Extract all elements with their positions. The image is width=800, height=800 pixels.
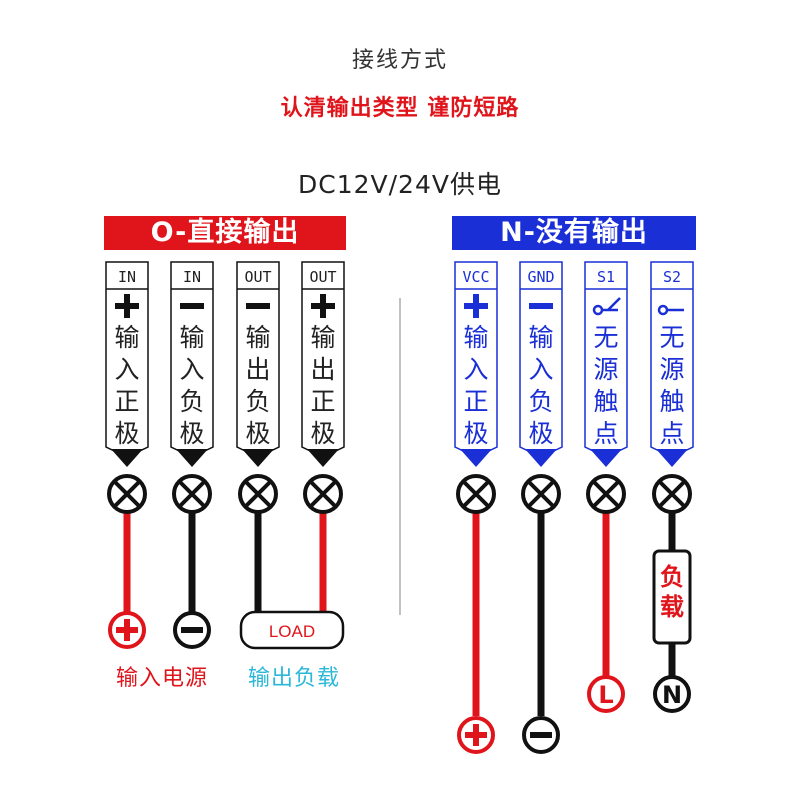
- output-load-label: 输出负载: [247, 666, 340, 691]
- screw-terminal-icon: [303, 474, 343, 514]
- screw-terminal-icon: [652, 474, 692, 514]
- terminal-description: 输入正极: [463, 323, 489, 448]
- banner-no-output: N-没有输出: [452, 216, 696, 250]
- plus-icon: [311, 294, 335, 318]
- contact-icon: [657, 304, 684, 316]
- arrow-down-icon: [307, 449, 339, 467]
- screw-terminal-icon: [172, 474, 212, 514]
- load-label-n: 负载: [660, 563, 684, 621]
- load-box-o: [239, 610, 345, 650]
- terminal-label: IN: [117, 268, 137, 286]
- screw-terminal-icon: [521, 474, 561, 514]
- arrow-down-icon: [242, 449, 274, 467]
- terminal-description: 输出正极: [310, 323, 336, 448]
- load-box-n: [652, 549, 692, 645]
- neutral-label: N: [662, 681, 682, 709]
- terminal-label: GND: [527, 268, 555, 286]
- load-label-o: LOAD: [269, 622, 315, 641]
- minus-icon: [180, 303, 204, 309]
- arrow-down-icon: [176, 449, 208, 467]
- plus-icon: [464, 294, 488, 318]
- live-label: L: [598, 681, 613, 709]
- positive-terminal-icon: [108, 611, 146, 649]
- terminal-label: OUT: [244, 268, 272, 286]
- arrow-down-icon: [656, 449, 688, 467]
- terminal-label: IN: [182, 268, 202, 286]
- neutral-terminal-icon: [653, 675, 691, 713]
- minus-icon: [529, 303, 553, 309]
- terminal-label: OUT: [309, 268, 337, 286]
- arrow-down-icon: [111, 449, 143, 467]
- arrow-down-icon: [460, 449, 492, 467]
- terminal-description: 输入负极: [179, 323, 205, 448]
- warning-text: 认清输出类型 谨防短路: [280, 96, 520, 121]
- switch-contact-icon: [592, 297, 621, 316]
- arrow-down-icon: [525, 449, 557, 467]
- terminal-label: S2: [662, 268, 682, 286]
- plus-icon: [115, 294, 139, 318]
- terminal-description: 输入负极: [528, 323, 554, 448]
- screw-terminal-icon: [586, 474, 626, 514]
- positive-terminal-icon: [457, 716, 495, 754]
- terminal-description: 无源触点: [659, 323, 685, 448]
- screw-terminal-icon: [456, 474, 496, 514]
- arrow-down-icon: [590, 449, 622, 467]
- banner-direct-output: O-直接输出: [104, 216, 346, 250]
- live-terminal-icon: [587, 675, 625, 713]
- terminal-description: 无源触点: [593, 323, 619, 448]
- terminal-description: 输入正极: [114, 323, 140, 448]
- screw-terminal-icon: [238, 474, 278, 514]
- negative-terminal-icon: [173, 611, 211, 649]
- terminal-description: 输出负极: [245, 323, 271, 448]
- diagram-title: 接线方式: [351, 48, 448, 73]
- terminal-label: S1: [596, 268, 616, 286]
- power-supply-text: DC12V/24V供电: [298, 170, 502, 199]
- negative-terminal-icon: [522, 716, 560, 754]
- input-power-label: 输入电源: [115, 666, 208, 691]
- minus-icon: [246, 303, 270, 309]
- terminal-label: VCC: [462, 268, 490, 286]
- screw-terminal-icon: [107, 474, 147, 514]
